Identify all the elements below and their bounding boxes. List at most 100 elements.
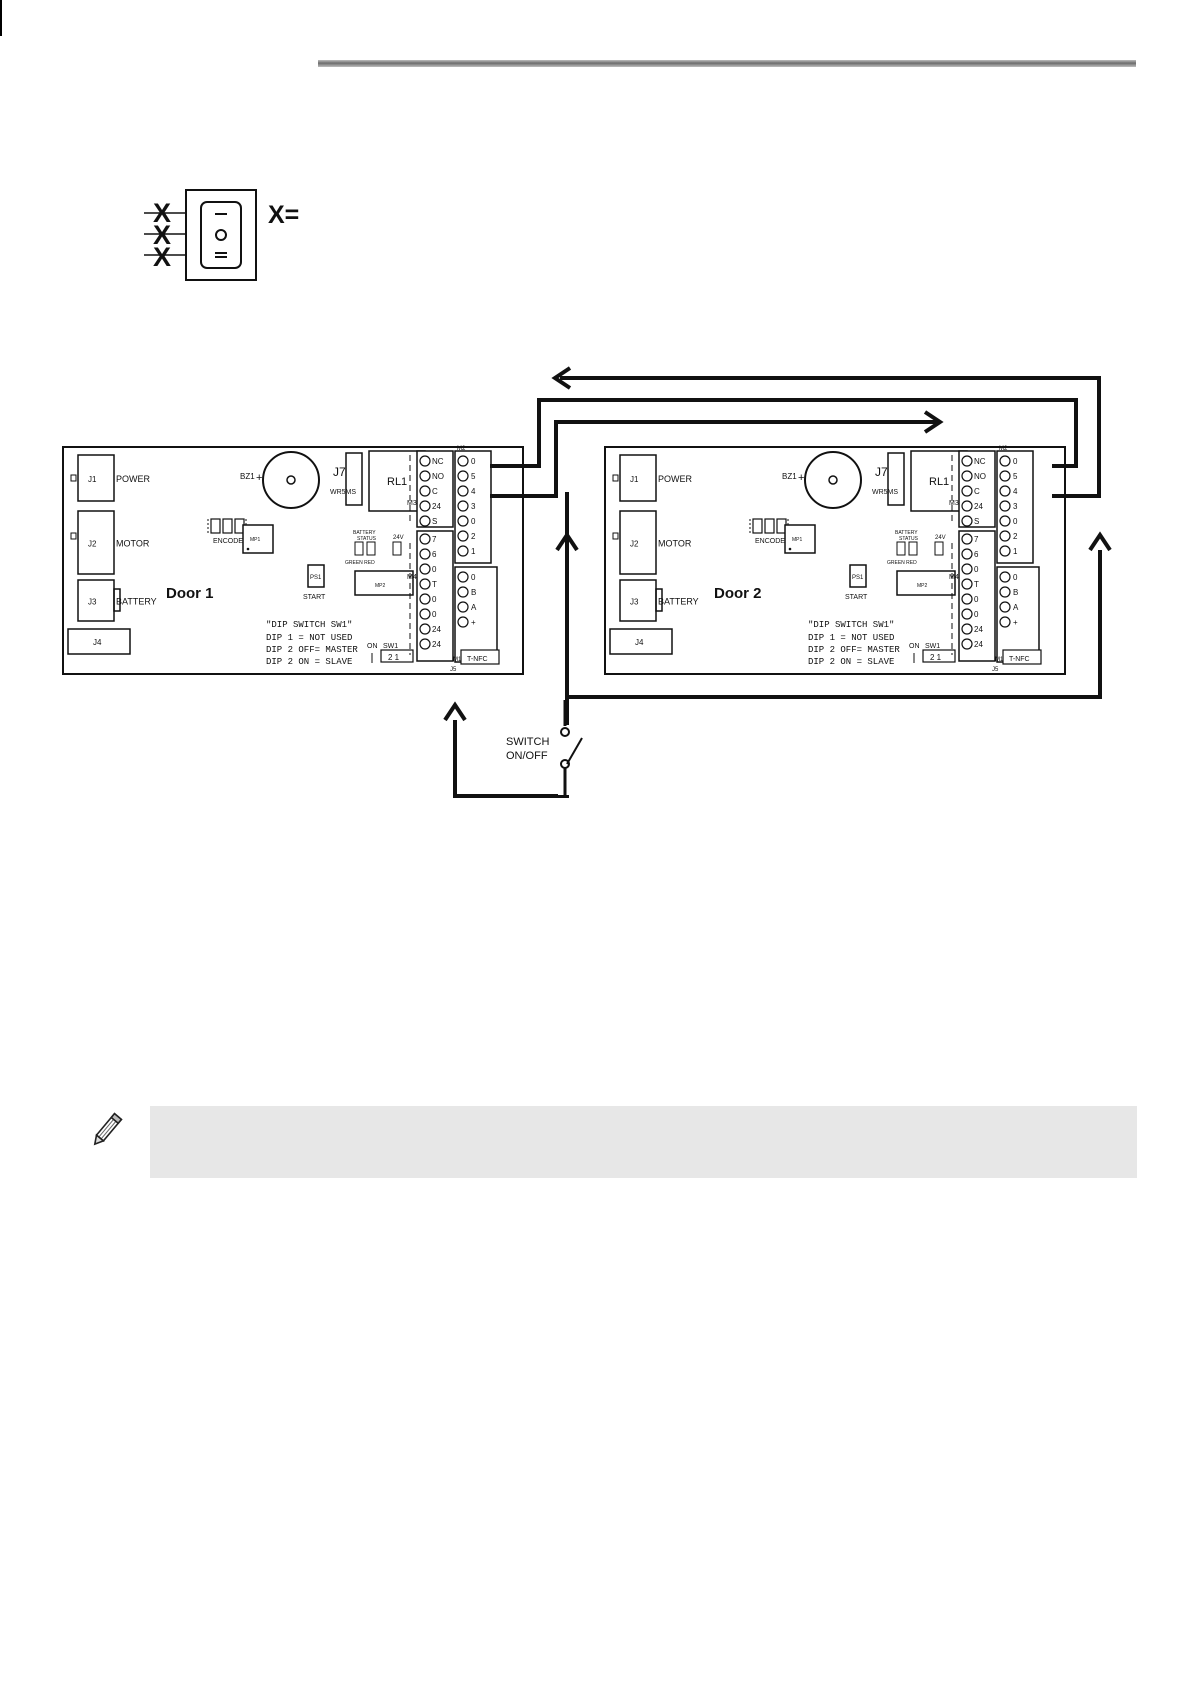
m2-pin-label: 4 bbox=[1013, 487, 1018, 496]
j1-tab bbox=[70, 474, 77, 482]
m4-pin-label: 0 bbox=[432, 565, 437, 574]
j3-tab bbox=[113, 588, 121, 612]
m4-pin-label: 0 bbox=[974, 595, 979, 604]
connector-j3 bbox=[77, 579, 115, 622]
switch-label-2: ON/OFF bbox=[506, 750, 548, 762]
m2-pin bbox=[999, 470, 1011, 482]
wr-label: WR5MS bbox=[872, 489, 898, 496]
m3-label: M3 bbox=[407, 500, 417, 507]
connector-j4 bbox=[67, 628, 131, 655]
tnfc-label: T-NFC bbox=[467, 656, 488, 663]
arrow-up-mid bbox=[555, 531, 579, 552]
mp1-label: MP1 bbox=[250, 537, 261, 543]
m4-pin bbox=[419, 548, 431, 560]
header-rule bbox=[318, 60, 1136, 67]
green-red-label: GREEN RED bbox=[345, 560, 375, 566]
relay-label: RL1 bbox=[387, 476, 407, 488]
dip-line: DIP 1 = NOT USED bbox=[266, 633, 352, 643]
arrow-right-top bbox=[923, 410, 944, 434]
m1-pin-label: 0 bbox=[471, 573, 476, 582]
terminal-m1 bbox=[454, 566, 498, 663]
mp2-label: MP2 bbox=[375, 583, 386, 589]
m2-pin bbox=[999, 515, 1011, 527]
m4-pin bbox=[419, 608, 431, 620]
connector-id: J4 bbox=[93, 638, 102, 647]
connector-label: MOTOR bbox=[116, 539, 150, 549]
m2-pin bbox=[457, 485, 469, 497]
sw1-label: SW1 bbox=[383, 643, 398, 650]
sw1-switch bbox=[922, 649, 956, 663]
buzzer-label: BZ1 bbox=[240, 472, 255, 481]
connector-id: J1 bbox=[630, 475, 639, 484]
j7-label: J7 bbox=[333, 465, 346, 479]
m3-pin bbox=[961, 455, 973, 467]
m2-pin-label: 1 bbox=[1013, 547, 1018, 556]
m1-label: M1 bbox=[453, 657, 462, 663]
encoder-label: ENCODER bbox=[755, 538, 790, 545]
m4-pin-label: 24 bbox=[432, 625, 441, 634]
m1-pin-label: A bbox=[1013, 603, 1019, 612]
mp2-chip bbox=[354, 570, 414, 596]
m3-pin bbox=[419, 455, 431, 467]
m4-pin bbox=[419, 638, 431, 650]
m4-pin bbox=[419, 563, 431, 575]
m2-pin-label: 4 bbox=[471, 487, 476, 496]
m1-pin bbox=[457, 601, 469, 613]
wire-switch-upper bbox=[565, 492, 1102, 699]
m3-pin bbox=[419, 485, 431, 497]
connector-id: J2 bbox=[630, 540, 639, 549]
m1-pin-label: 0 bbox=[1013, 573, 1018, 582]
m3-label: M3 bbox=[949, 500, 959, 507]
encoder-led bbox=[764, 518, 775, 534]
m4-pin bbox=[419, 578, 431, 590]
m3-pin-label: 24 bbox=[974, 502, 983, 511]
switch-on-off: SWITCH ON/OFF bbox=[506, 700, 583, 796]
m2-pin bbox=[457, 515, 469, 527]
m2-label: M2 bbox=[457, 446, 466, 452]
m2-pin bbox=[457, 470, 469, 482]
m3-pin-label: NO bbox=[432, 472, 444, 481]
m2-pin bbox=[457, 530, 469, 542]
buzzer-plus: + bbox=[798, 472, 804, 484]
m3-pin-label: 24 bbox=[432, 502, 441, 511]
battery-status-1: BATTERY bbox=[895, 530, 918, 536]
m4-label: M4 bbox=[407, 574, 417, 581]
m2-pin-label: 0 bbox=[1013, 517, 1018, 526]
v24-led bbox=[934, 541, 944, 556]
buzzer-plus: + bbox=[256, 472, 262, 484]
m4-pin bbox=[419, 623, 431, 635]
m1-pin bbox=[999, 616, 1011, 628]
j2-tab bbox=[612, 532, 619, 540]
switch-label-1: SWITCH bbox=[506, 736, 549, 748]
m3-pin bbox=[961, 500, 973, 512]
tnfc-connector bbox=[460, 649, 500, 665]
m2-pin-label: 0 bbox=[471, 457, 476, 466]
connector-label: POWER bbox=[116, 474, 151, 484]
green-led bbox=[354, 541, 364, 556]
m3-pin bbox=[961, 470, 973, 482]
m4-pin bbox=[419, 593, 431, 605]
battery-status-2: STATUS bbox=[357, 536, 377, 542]
door-label: Door 1 bbox=[166, 585, 214, 602]
m4-pin-label: 7 bbox=[974, 535, 979, 544]
connector-j2 bbox=[619, 510, 657, 575]
v24-label: 24V bbox=[393, 535, 404, 541]
connector-j4 bbox=[609, 628, 673, 655]
m1-pin-label: B bbox=[1013, 588, 1018, 597]
door-label: Door 2 bbox=[714, 585, 762, 602]
m2-pin-label: 3 bbox=[1013, 502, 1018, 511]
v24-label: 24V bbox=[935, 535, 946, 541]
m1-pin bbox=[457, 586, 469, 598]
m4-pin bbox=[961, 638, 973, 650]
m3-pin-label: C bbox=[432, 487, 438, 496]
j1-tab bbox=[612, 474, 619, 482]
m2-pin bbox=[999, 500, 1011, 512]
ps1-button bbox=[307, 564, 325, 588]
sw1-keys: 2 1 bbox=[930, 653, 942, 662]
buzzer bbox=[262, 451, 320, 509]
sw1-on-label: ON bbox=[909, 643, 920, 650]
m2-pin-label: 2 bbox=[1013, 532, 1018, 541]
sw1-switch bbox=[380, 649, 414, 663]
m4-pin bbox=[419, 533, 431, 545]
